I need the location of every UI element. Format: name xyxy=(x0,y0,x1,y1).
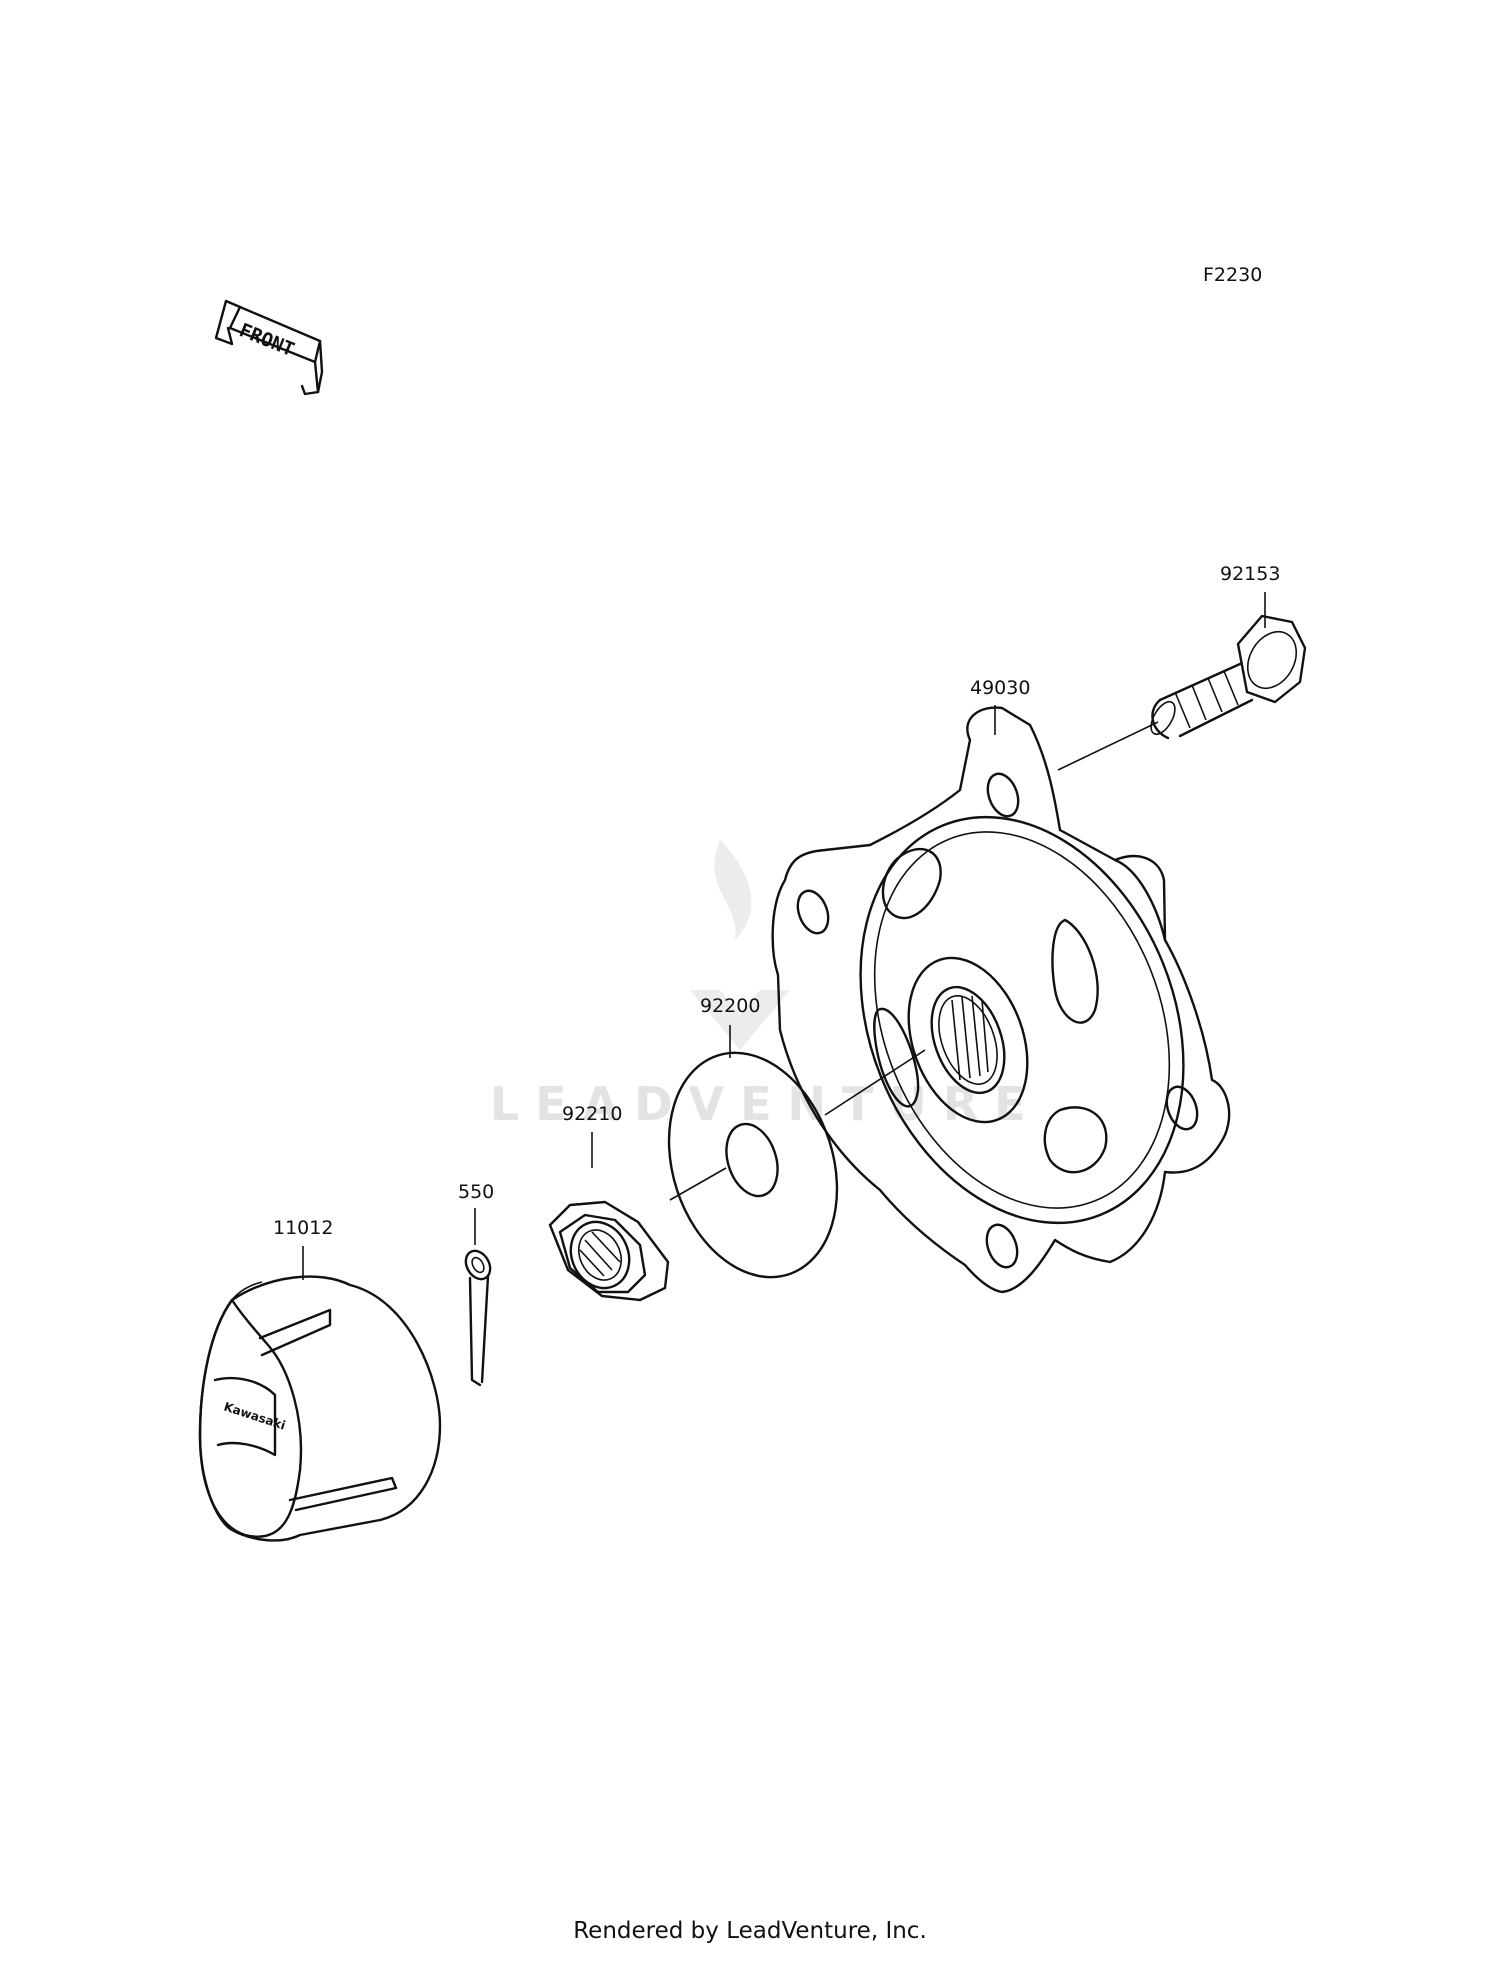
part-11012-cap: Kawasaki xyxy=(198,1275,442,1542)
diagram-id: F2230 xyxy=(1203,264,1262,286)
label-part-11012: 11012 xyxy=(273,1217,333,1239)
label-part-550: 550 xyxy=(458,1181,494,1203)
label-part-49030: 49030 xyxy=(970,677,1030,699)
part-92153-stud xyxy=(1150,614,1307,740)
brand-logo: Kawasaki xyxy=(222,1400,287,1433)
label-part-92210: 92210 xyxy=(562,1103,622,1125)
leader-92153-hub xyxy=(1057,721,1159,771)
footer-credit: Rendered by LeadVenture, Inc. xyxy=(573,1918,927,1944)
part-92210-nut xyxy=(548,1200,670,1302)
label-part-92200: 92200 xyxy=(700,995,760,1017)
part-92200-washer xyxy=(667,1051,839,1279)
watermark-text: LEADVENTURE xyxy=(490,1077,1042,1131)
leader-92200-hub xyxy=(824,1049,926,1116)
part-49030-hub xyxy=(771,706,1231,1294)
part-550-cotter-pin xyxy=(464,1249,492,1387)
label-part-92153: 92153 xyxy=(1220,563,1280,585)
leadventure-watermark: LEADVENTURE xyxy=(490,840,1042,1131)
front-label: FRONT xyxy=(236,319,297,361)
leader-92210-washer xyxy=(669,1167,727,1201)
front-arrow-icon: FRONT xyxy=(214,299,324,396)
